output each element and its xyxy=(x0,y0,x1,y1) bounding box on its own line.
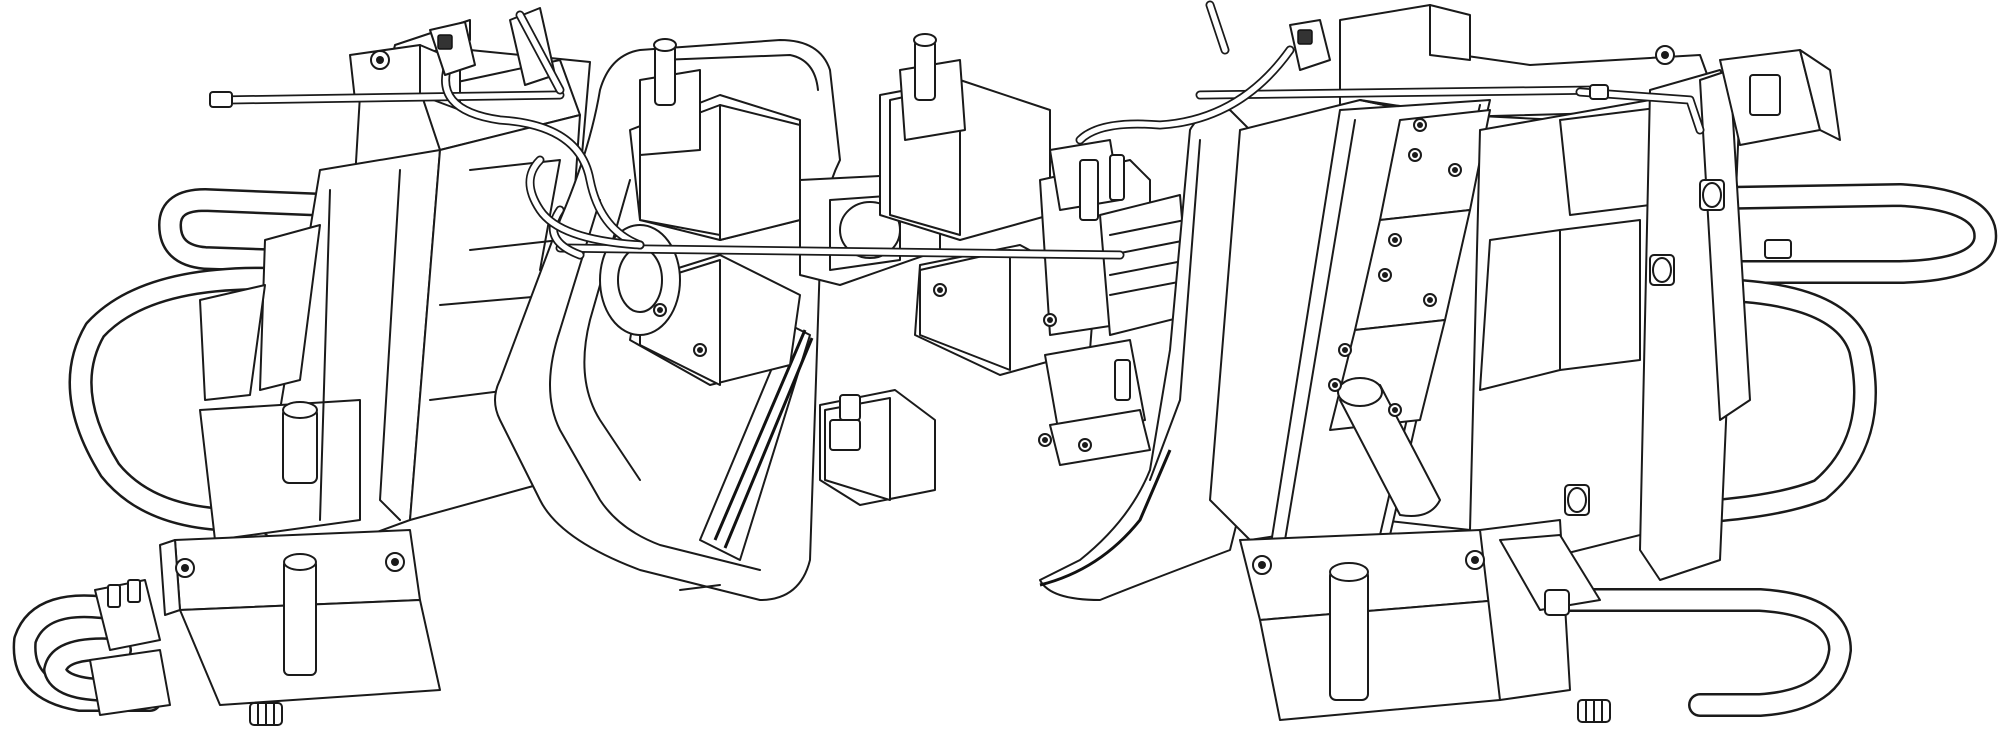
bolt xyxy=(1388,403,1402,417)
bolt xyxy=(1408,148,1422,162)
bolt xyxy=(1338,343,1352,357)
bolt xyxy=(1423,293,1437,307)
bolt xyxy=(1043,313,1057,327)
bolt-heads xyxy=(175,45,1675,578)
hose-fittings xyxy=(94,179,1792,726)
bolt xyxy=(1252,555,1272,575)
bolt xyxy=(370,50,390,70)
right-mold-half xyxy=(1075,0,1841,721)
bolt xyxy=(933,283,947,297)
bolt xyxy=(1378,268,1392,282)
bolt xyxy=(1448,163,1462,177)
bolt xyxy=(1078,438,1092,452)
bolt xyxy=(693,343,707,357)
bolt xyxy=(1038,433,1052,447)
bolt xyxy=(1328,378,1342,392)
bolt xyxy=(653,303,667,317)
bolt xyxy=(1655,45,1675,65)
bolt xyxy=(1465,550,1485,570)
bolt xyxy=(385,552,405,572)
bolt xyxy=(1413,118,1427,132)
cooling-hoses xyxy=(12,183,1998,717)
center-actuator-assembly xyxy=(548,33,1191,506)
bolt xyxy=(1388,233,1402,247)
left-air-fitting xyxy=(429,21,645,250)
bolt xyxy=(175,558,195,578)
